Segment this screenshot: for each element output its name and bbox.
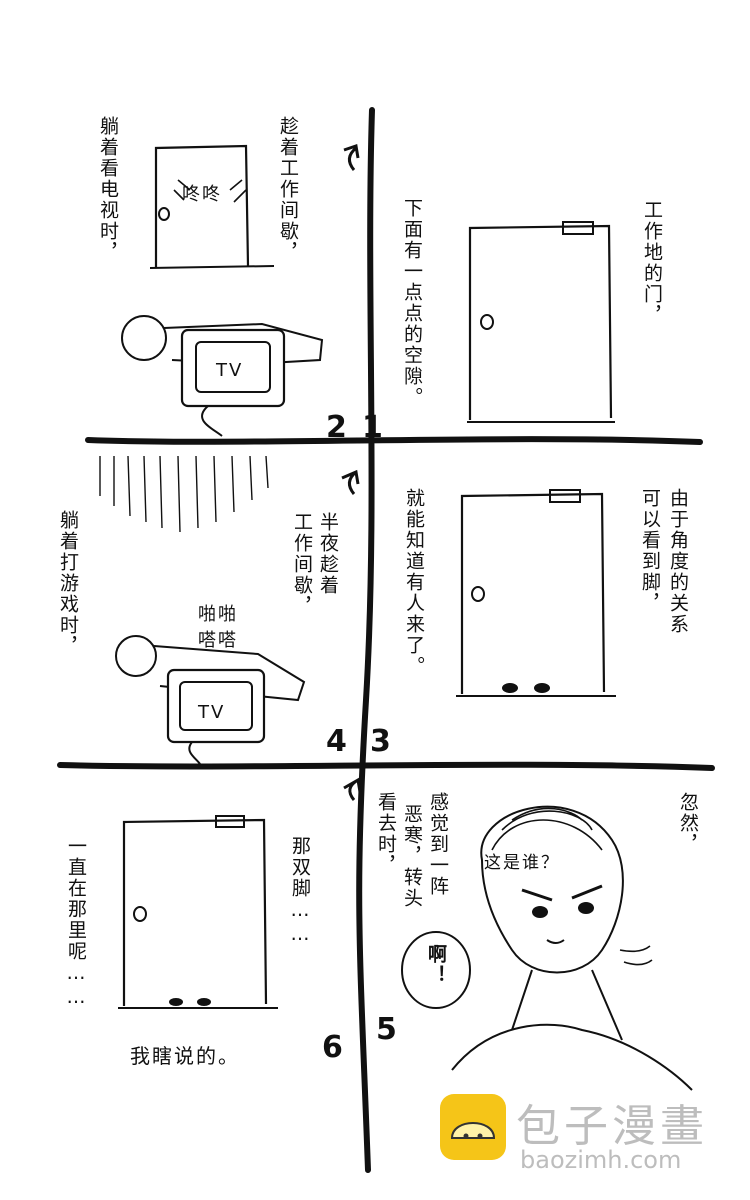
bun-logo-icon (440, 1094, 506, 1160)
thought-bubble-text: 这是谁？ (484, 853, 560, 873)
door-illustration-small (149, 144, 275, 269)
person-lying-game (115, 635, 306, 765)
panel-1-narration-2: 下面有一点点的空隙。 (401, 198, 423, 408)
panel-number-4: 4 (326, 724, 347, 759)
panel-number-2: 2 (326, 410, 347, 445)
panel-5-narration-1: 忽然， (677, 792, 699, 855)
panel-1-narration-1: 工作地的门， (641, 200, 663, 326)
panel-4-narration-1: 半夜趁着 (317, 512, 339, 596)
panel-number-5: 5 (376, 1012, 397, 1047)
door-with-feet-2 (118, 815, 278, 1009)
shout-bubble (401, 931, 471, 1009)
door-illustration (467, 221, 615, 423)
tap-sfx-2: 嗒嗒 (198, 630, 238, 651)
tv-label-2: TV (198, 702, 226, 723)
tap-sfx-1: 啪啪 (198, 604, 238, 625)
panel-number-6: 6 (322, 1030, 343, 1065)
panel-5-narration-4: 看去时， (375, 792, 397, 876)
door-with-feet (456, 489, 616, 697)
panel-4-narration-2: 工作间歇， (291, 512, 313, 617)
panel-6-narration-2: 一直在那里呢…… (65, 836, 87, 1010)
watermark-url: baozimh.com (520, 1146, 682, 1174)
panel-number-3: 3 (370, 724, 391, 759)
night-hatching (99, 455, 269, 533)
panel-4-narration-3: 躺着打游戏时， (57, 510, 79, 657)
panel-3-narration-2: 可以看到脚， (639, 488, 661, 614)
panel-3-narration-1: 由于角度的关系 (667, 488, 689, 635)
watermark-title: 包子漫畫 (516, 1101, 708, 1152)
tv-label: TV (216, 360, 244, 381)
person-lying-tv (121, 315, 324, 437)
panel-5-narration-2: 感觉到一阵 (427, 792, 449, 897)
panel-2-narration-2: 躺着看电视时， (97, 116, 119, 263)
shout-bubble-text: 啊！ (425, 944, 447, 986)
man-portrait (451, 805, 693, 1091)
panel-2-narration-1: 趁着工作间歇， (277, 116, 299, 263)
panel-6-narration-1: 那双脚…… (289, 836, 311, 947)
panel-6-caption: 我瞎说的。 (130, 1044, 240, 1068)
panel-number-1: 1 (362, 410, 383, 445)
panel-3-narration-3: 就能知道有人来了。 (403, 488, 425, 677)
panel-5-narration-3: 恶寒，转头 (401, 804, 423, 909)
knock-sfx: 咚咚 (182, 184, 222, 205)
